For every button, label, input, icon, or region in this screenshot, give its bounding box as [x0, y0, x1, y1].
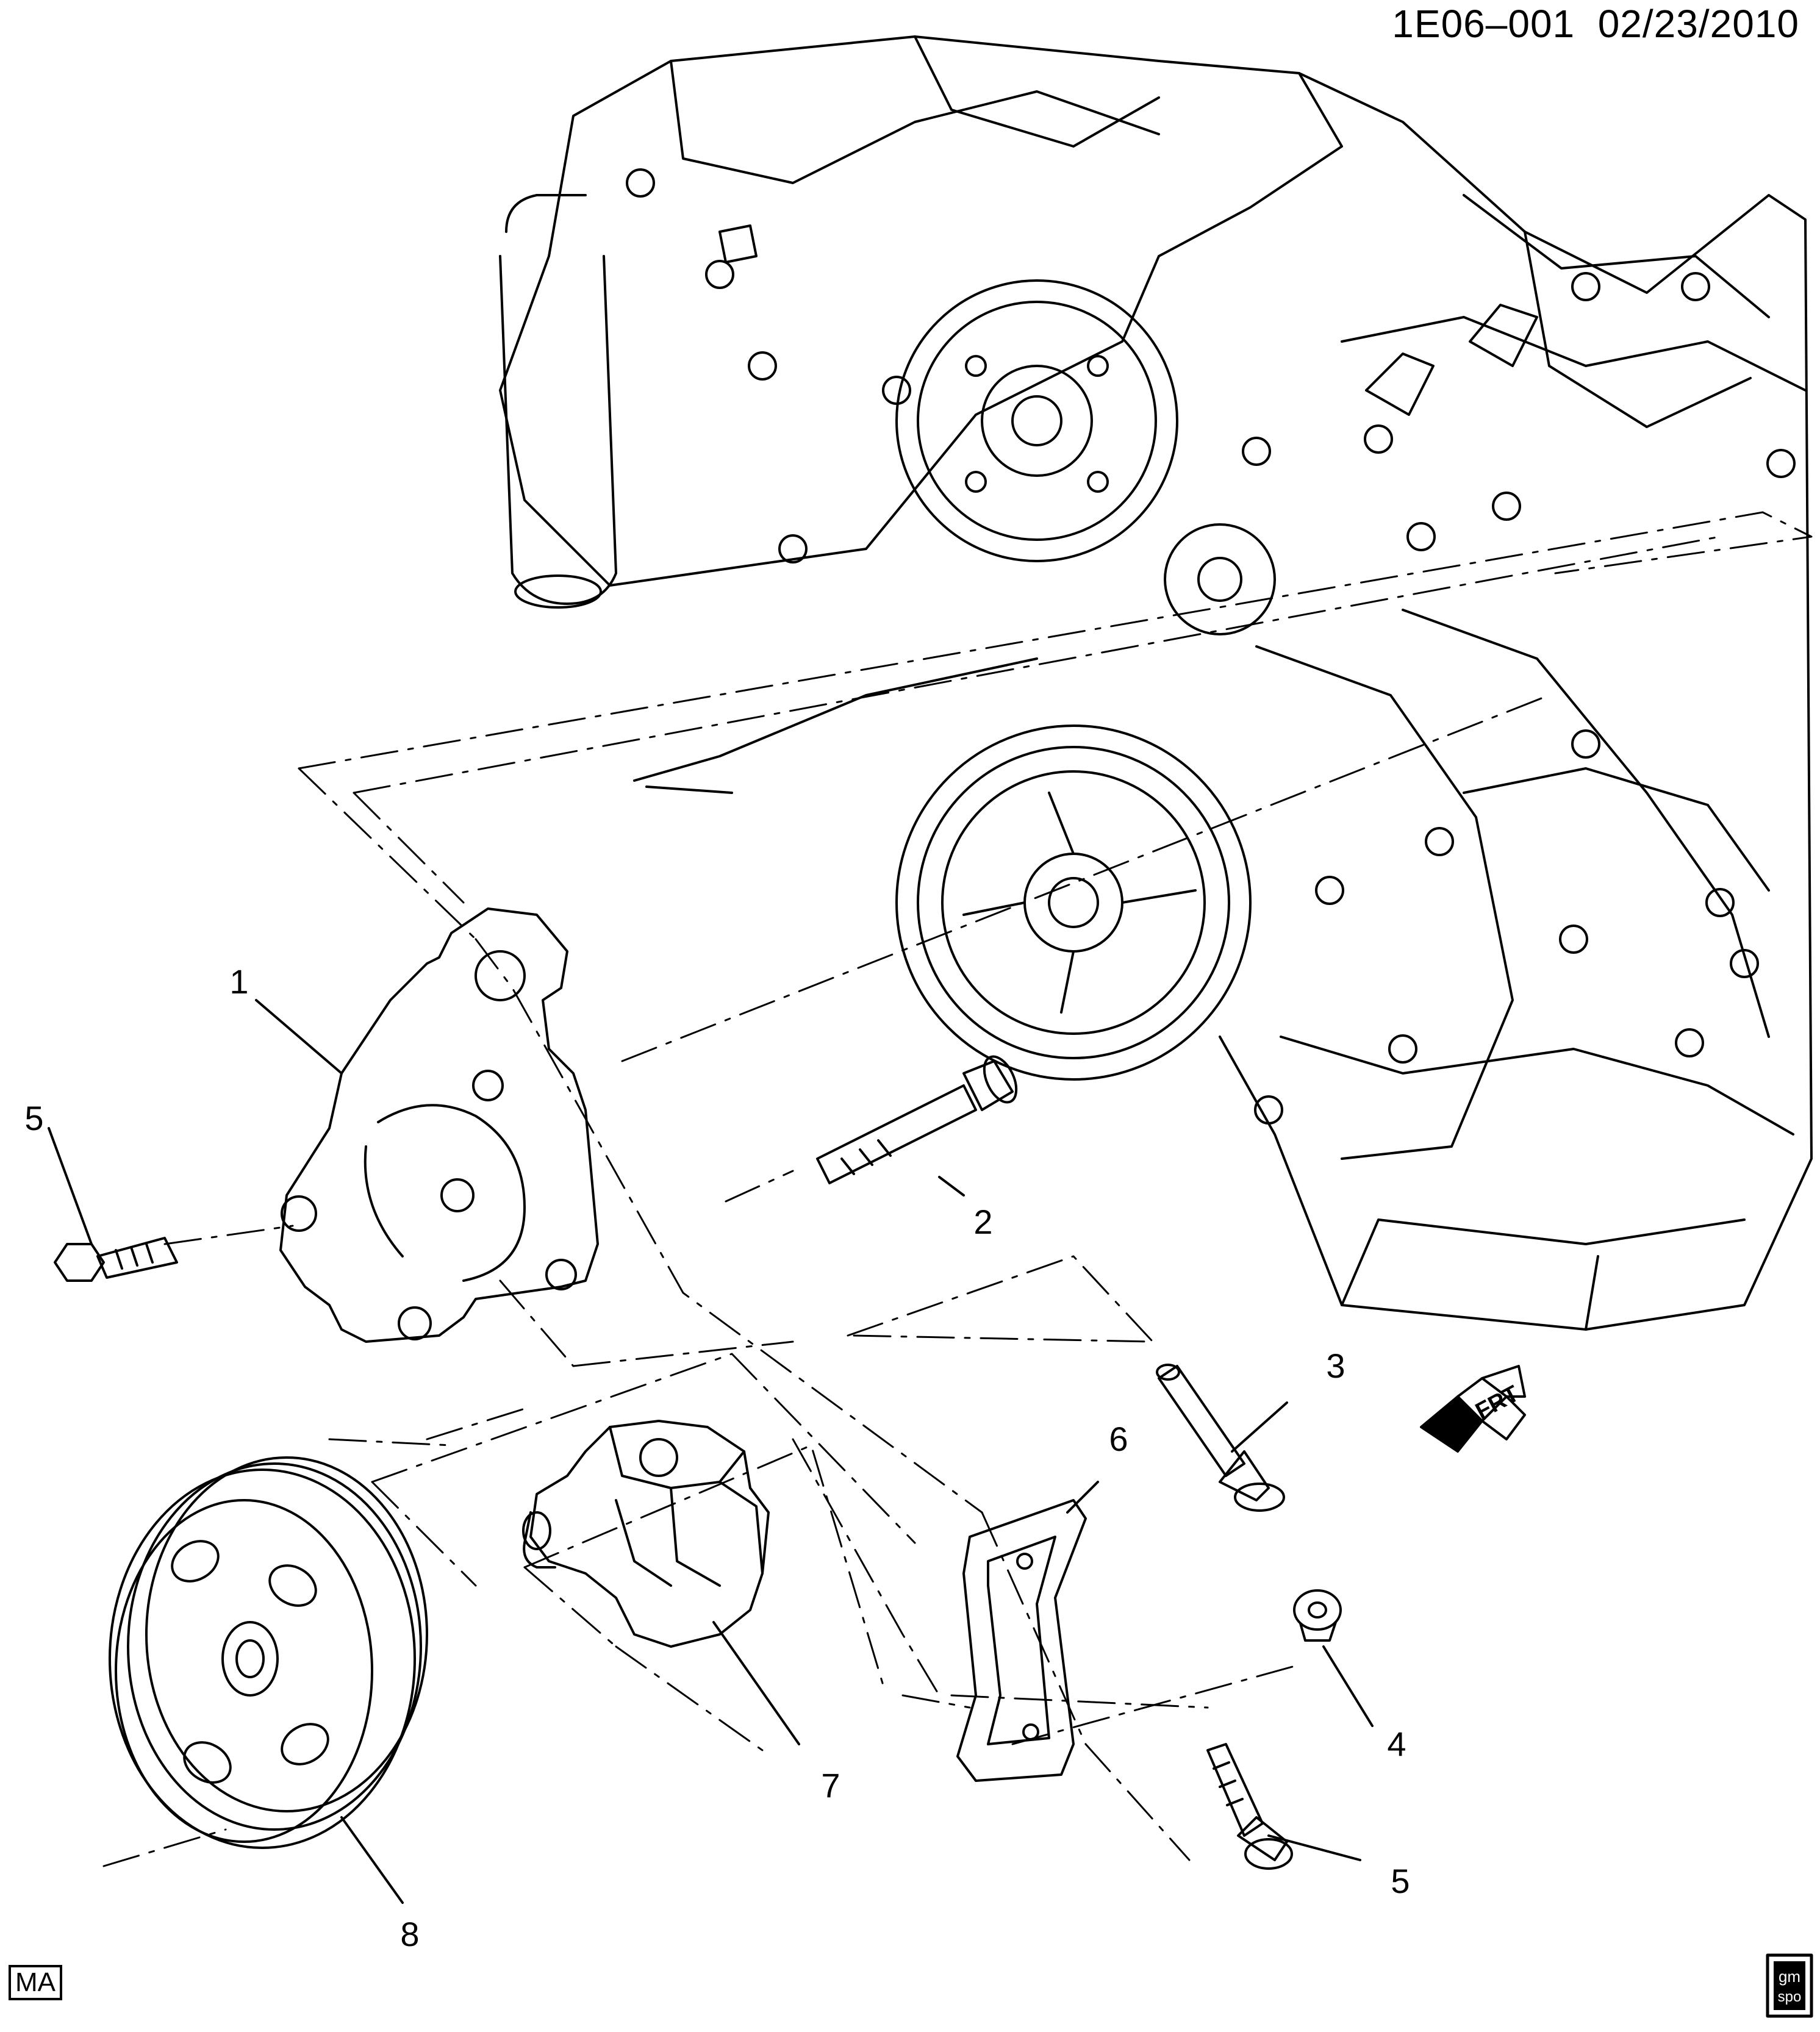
callout-5-lower: 5 [1391, 1862, 1410, 1900]
ma-badge: MA [9, 1965, 62, 2000]
callout-5-left: 5 [24, 1099, 44, 1137]
part-5-flanged-bolt-lower [1206, 1743, 1293, 1870]
callout-7: 7 [821, 1766, 840, 1805]
part-4-screw [1293, 1589, 1342, 1642]
part-8-pulley [109, 1456, 428, 1849]
part-6-brace-plate [956, 1499, 1087, 1782]
diagram-header: 1E06–001 02/23/2010 [1392, 1, 1799, 46]
diagram-code: 1E06–001 [1392, 2, 1575, 46]
part-2-long-bolt [816, 1055, 1018, 1184]
gm-logo-text: gm [1779, 1967, 1800, 1986]
engine-block-illustration [499, 35, 1813, 1331]
diagram-date: 02/23/2010 [1597, 2, 1799, 46]
callout-2: 2 [973, 1203, 993, 1241]
front-direction-arrow-icon: FRT [1420, 1365, 1526, 1453]
assembly-guide-lines [102, 511, 1813, 1867]
callout-1: 1 [229, 962, 249, 1001]
callout-8: 8 [400, 1915, 420, 1953]
callout-3: 3 [1326, 1347, 1345, 1385]
callout-leader-lines [48, 999, 1374, 1904]
engine-bolt-heads [626, 168, 1796, 1125]
part-1-mounting-bracket [279, 907, 599, 1343]
callout-4: 4 [1387, 1725, 1406, 1763]
spo-logo-text: spo [1778, 1989, 1802, 2005]
part-5-flanged-bolt-left [54, 1237, 178, 1282]
gm-spo-logo: gm spo [1766, 1953, 1813, 2018]
part-7-power-steering-pump [522, 1420, 770, 1648]
part-3-bolt [1156, 1364, 1285, 1512]
callout-6: 6 [1109, 1420, 1128, 1458]
